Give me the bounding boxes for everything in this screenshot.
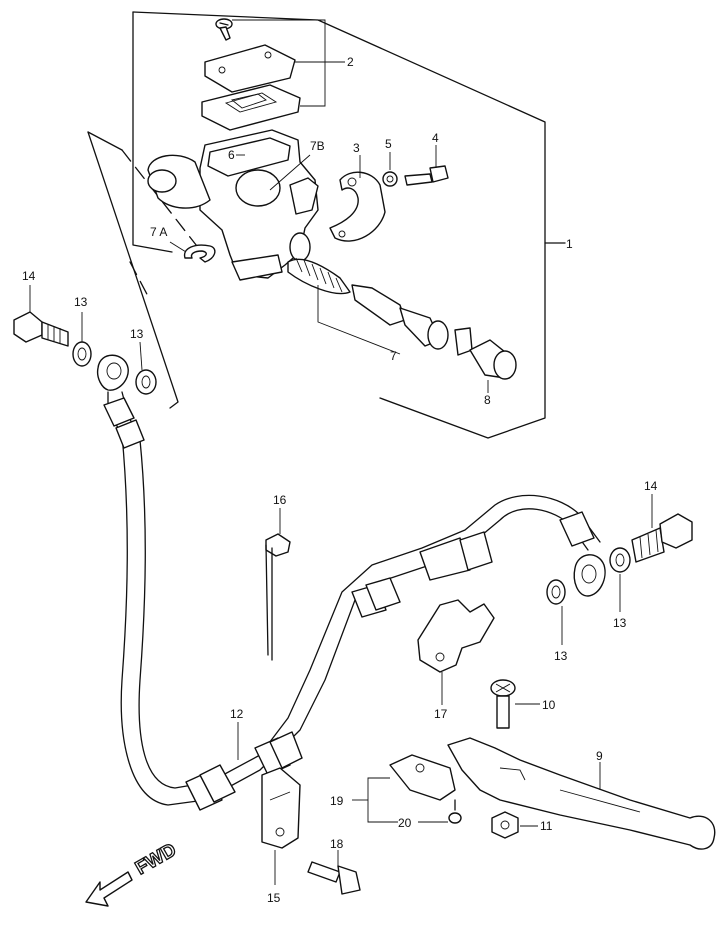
hose-clamp-17 xyxy=(417,599,495,673)
screw-20 xyxy=(448,799,462,824)
label-part-13-b: 13 xyxy=(130,327,144,341)
clutch-hose xyxy=(107,391,601,806)
leader-lines-top xyxy=(169,145,437,253)
nut-11 xyxy=(491,811,519,839)
label-part-13-a: 13 xyxy=(74,295,88,309)
hose-sleeves xyxy=(103,397,595,811)
label-part-7a: 7 A xyxy=(150,225,167,239)
fwd-direction-label: FWD xyxy=(132,840,180,880)
label-part-12: 12 xyxy=(230,707,244,721)
label-part-10: 10 xyxy=(542,698,556,712)
label-part-5: 5 xyxy=(385,137,392,151)
label-part-2: 2 xyxy=(347,55,354,69)
snap-ring-7a xyxy=(183,244,216,263)
label-part-7: 7 xyxy=(390,349,397,363)
hose-holder-15 xyxy=(261,767,301,849)
boot-8 xyxy=(469,339,517,380)
clutch-switch-19 xyxy=(389,754,456,801)
label-part-9: 9 xyxy=(596,749,603,763)
label-part-3: 3 xyxy=(353,141,360,155)
label-part-11: 11 xyxy=(540,819,553,833)
fwd-arrow-icon xyxy=(85,871,133,907)
label-part-13-c: 13 xyxy=(554,649,568,663)
banjo-bolt-left xyxy=(13,311,69,347)
cable-tie xyxy=(265,533,291,661)
label-part-7b: 7B xyxy=(310,139,325,153)
pivot-bolt-10 xyxy=(490,679,516,729)
label-part-8: 8 xyxy=(484,393,491,407)
handlebar-clamp xyxy=(329,171,386,242)
label-part-14-a: 14 xyxy=(22,269,36,283)
reservoir-cap xyxy=(204,44,296,93)
label-part-15: 15 xyxy=(267,891,281,905)
label-part-6: 6 xyxy=(228,148,235,162)
washer-13-right-a xyxy=(546,579,566,605)
piston-assembly xyxy=(287,257,473,356)
label-part-17: 17 xyxy=(434,707,448,721)
master-cylinder-body xyxy=(147,129,319,281)
label-part-4: 4 xyxy=(432,131,439,145)
banjo-fitting-upper xyxy=(96,354,129,391)
washer-5 xyxy=(382,171,398,187)
bolt-4 xyxy=(404,165,449,186)
banjo-bolt-right xyxy=(631,513,693,563)
label-part-20: 20 xyxy=(398,816,412,830)
banjo-outline xyxy=(87,131,201,409)
assembly-outline xyxy=(132,11,566,439)
part-number-labels: 1 2 3 4 5 6 7 7 A 7B 8 9 10 11 12 13 13 … xyxy=(22,55,658,905)
clutch-lever-9 xyxy=(447,737,716,850)
label-part-19: 19 xyxy=(330,794,344,808)
bolt-18 xyxy=(307,861,361,895)
washer-13-left-a xyxy=(72,341,92,367)
label-part-1: 1 xyxy=(566,237,573,251)
label-part-13-d: 13 xyxy=(613,616,627,630)
washer-13-left-b xyxy=(135,369,157,395)
label-part-18: 18 xyxy=(330,837,344,851)
washer-13-right-b xyxy=(609,547,631,573)
label-part-16: 16 xyxy=(273,493,287,507)
label-part-14-b: 14 xyxy=(644,479,658,493)
cap-screw xyxy=(215,18,233,41)
banjo-fitting-lower xyxy=(573,554,606,597)
diaphragm xyxy=(201,84,301,131)
